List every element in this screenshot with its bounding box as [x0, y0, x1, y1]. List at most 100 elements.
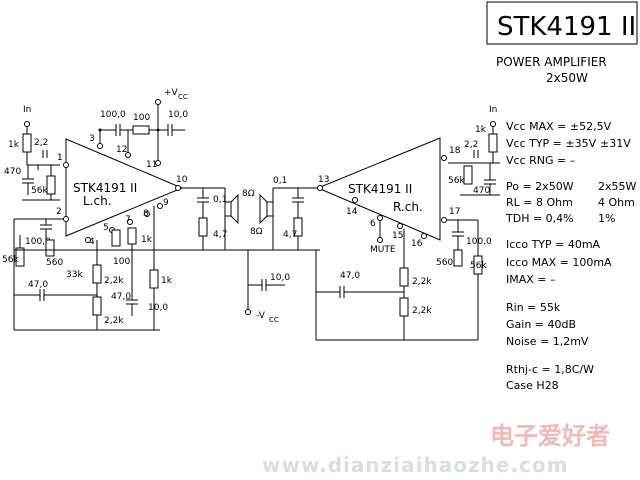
mute-terminal[interactable]	[377, 237, 383, 243]
supply-neg-sub: CC	[269, 316, 279, 324]
resistor-2-2k-left2	[92, 296, 102, 316]
spec-noise: Noise = 1,2mV	[506, 335, 589, 348]
label-r-1k-right: 1k	[475, 125, 487, 135]
spec-po: Po = 2x50W	[506, 180, 574, 193]
pin-13	[317, 185, 323, 191]
spec-case: Case H28	[506, 379, 559, 392]
resistor-2-2k-right1	[399, 267, 409, 287]
resistor-1k-left	[22, 133, 32, 153]
page-title: STK4191 II	[497, 12, 636, 42]
spec-rl: RL = 8 Ohm	[506, 196, 573, 209]
label-c-10-left: 10,0	[148, 303, 168, 313]
pin-18	[441, 155, 447, 161]
label-c-0-1-left: 0,1	[213, 195, 227, 205]
pin-17-label: 17	[449, 207, 460, 217]
pin-4	[85, 237, 91, 243]
spec-tdh: TDH = 0,4%	[505, 212, 574, 225]
spec-icco-typ: Icco TYP = 40mA	[506, 238, 601, 251]
spec-vcc-typ2: ±31V	[600, 137, 631, 150]
spec-rin: Rin = 55k	[506, 301, 561, 314]
label-r-2-2k-right1: 2,2k	[412, 277, 432, 287]
pin-15-label: 15	[392, 231, 403, 241]
pin-6-label: 6	[370, 219, 376, 229]
pin-9-label: 9	[163, 198, 169, 208]
pin-18-label: 18	[449, 146, 461, 156]
pin-14	[352, 197, 358, 203]
pin-16-label: 16	[411, 239, 423, 249]
label-c-0-1-right: 0,1	[273, 176, 287, 186]
pin-3-label: 3	[89, 134, 95, 144]
channel-right-label: R.ch.	[393, 200, 423, 214]
label-r-1k-left: 1k	[8, 140, 20, 150]
spec-rthj: Rthj-c = 1,8C/W	[506, 363, 594, 376]
pin-11-label: 11	[146, 160, 157, 170]
title-box	[486, 1, 638, 45]
label-r-56k-left: 56k	[31, 186, 48, 196]
chip-label-right: STK4191 II	[348, 182, 412, 196]
resistor-1k-right	[488, 133, 498, 153]
label-r-4-7-right: 4,7	[283, 230, 297, 240]
label-c-10-top: 10,0	[168, 110, 188, 120]
label-r-100-left: 100	[113, 257, 130, 267]
pin-12	[125, 152, 131, 158]
label-r-2-2k-left1: 2,2k	[104, 276, 124, 286]
pin-1	[63, 162, 69, 168]
supply-neg-terminal[interactable]	[245, 309, 251, 315]
amp-triangle-right	[316, 137, 441, 241]
label-r-4-7-left: 4,7	[213, 230, 227, 240]
resistor-2-2k-left1	[92, 264, 102, 284]
label-r-560-left: 560	[46, 258, 63, 268]
resistor-100-left	[111, 229, 121, 247]
label-spk-left-bot: 8Ω	[250, 227, 263, 237]
pin-5-label: 5	[103, 223, 109, 233]
spec-vcc-typ: Vcc TYP = ±35V	[506, 137, 597, 150]
spec-gain: Gain = 40dB	[506, 318, 576, 331]
pin-10-label: 10	[176, 175, 188, 185]
resistor-1k-left2	[127, 227, 137, 245]
input-right-label: In	[489, 105, 497, 115]
input-right-terminal[interactable]	[490, 121, 496, 127]
label-r-100-top: 100	[133, 113, 150, 123]
channel-left-label: L.ch.	[83, 194, 112, 208]
pin-4-label: 4	[89, 237, 95, 247]
label-c-2-2-right: 2,2	[464, 140, 478, 150]
label-c-100-left: 100,0	[25, 237, 51, 247]
resistor-100-top	[132, 125, 150, 135]
pin-3	[97, 143, 103, 149]
label-c-2-2-left: 2,2	[34, 138, 48, 148]
pin-16	[421, 233, 427, 239]
label-c-47-right: 47,0	[340, 271, 360, 281]
input-left-label: In	[23, 105, 31, 115]
label-r-1k-left3: 1k	[161, 276, 173, 286]
spec-rl2: 4 Ohm	[598, 196, 635, 209]
mute-label: MUTE	[370, 245, 396, 255]
label-c-10-mid: 10,0	[270, 273, 290, 283]
resistor-56k-left	[46, 175, 56, 195]
resistor-2-2k-right2	[399, 297, 409, 317]
input-left-terminal[interactable]	[24, 121, 30, 127]
label-c-47-left2: 47,0	[111, 292, 131, 302]
supply-pos-label: +V	[164, 88, 179, 98]
pin-7	[127, 219, 133, 225]
chip-label-left: STK4191 II	[73, 181, 137, 195]
subtitle-line2: 2x50W	[546, 71, 588, 85]
resistor-560-right	[453, 249, 463, 267]
spec-po2: 2x55W	[598, 180, 637, 193]
label-r-1k-left2: 1k	[141, 235, 153, 245]
label-r-33k-left: 33k	[66, 270, 83, 280]
resistor-56k-right2	[473, 255, 483, 275]
pin-2	[63, 216, 69, 222]
spec-icco-max: Icco MAX = 100mA	[506, 256, 612, 269]
label-r-56k-right: 56k	[448, 176, 465, 186]
label-spk-left-top: 8Ω	[242, 189, 255, 199]
speaker-right	[266, 201, 274, 217]
label-r-470-left: 470	[4, 167, 21, 177]
label-r-56k-left2: 56k	[2, 255, 19, 265]
pin-1-label: 1	[57, 153, 63, 163]
resistor-1k-left3	[149, 269, 159, 289]
supply-pos-terminal[interactable]	[155, 99, 161, 105]
pin-8-label: 8	[143, 209, 149, 219]
label-r-56k-right2: 56k	[470, 261, 487, 271]
label-c-47-left: 47,0	[28, 280, 48, 290]
